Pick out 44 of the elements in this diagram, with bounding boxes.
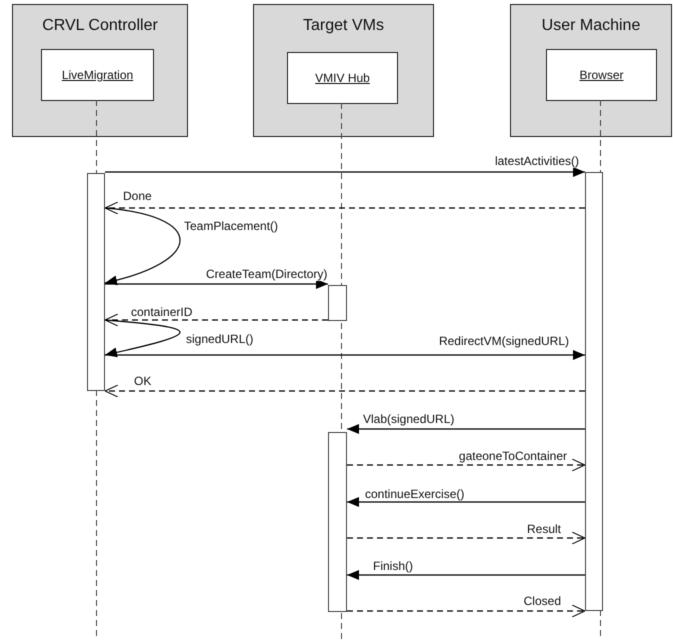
message-arrow — [347, 424, 585, 434]
activation-bar — [585, 172, 603, 611]
object-box — [41, 49, 154, 101]
return-arrow — [347, 532, 586, 544]
object-name: VMIV Hub — [315, 71, 370, 85]
message-label: signedURL() — [185, 332, 254, 346]
participant-box — [253, 4, 434, 137]
message-label: continueExercise() — [364, 487, 466, 501]
self-message-arrow — [104, 207, 180, 285]
message-label: OK — [133, 374, 152, 388]
participant-box — [510, 4, 672, 137]
message-label: latestActivities() — [494, 154, 580, 168]
message-label: TeamPlacement() — [183, 219, 280, 233]
message-arrow — [105, 350, 585, 360]
message-label: containerID — [130, 305, 194, 319]
participant-box — [12, 4, 188, 137]
message-arrow — [347, 570, 585, 580]
message-arrow — [105, 279, 328, 289]
return-arrow — [347, 604, 586, 618]
self-message-arrow — [104, 319, 180, 358]
object-name: Browser — [579, 68, 624, 82]
return-arrow — [104, 314, 328, 326]
message-arrow — [347, 497, 585, 507]
return-arrow — [347, 458, 586, 472]
message-arrow — [105, 167, 585, 177]
message-label: RedirectVM(signedURL) — [438, 334, 570, 348]
return-arrow — [104, 202, 585, 214]
activation-bar — [87, 173, 105, 391]
object-name: LiveMigration — [62, 68, 134, 82]
participant-name: User Machine — [540, 17, 642, 35]
activation-bar — [328, 285, 347, 321]
participant-name: CRVL Controller — [41, 17, 159, 35]
message-label: Vlab(signedURL) — [362, 412, 456, 426]
object-box — [546, 49, 657, 101]
message-label: Result — [526, 522, 562, 536]
object-box — [287, 52, 398, 104]
return-arrow — [104, 384, 585, 398]
message-label: Closed — [522, 594, 562, 608]
message-label: gateoneToContainer — [458, 449, 568, 463]
message-label: CreateTeam(Directory) — [205, 267, 328, 281]
activation-bar — [328, 432, 347, 612]
message-label: Done — [122, 189, 153, 203]
message-label: Finish() — [372, 559, 414, 573]
participant-name: Target VMs — [302, 17, 385, 35]
